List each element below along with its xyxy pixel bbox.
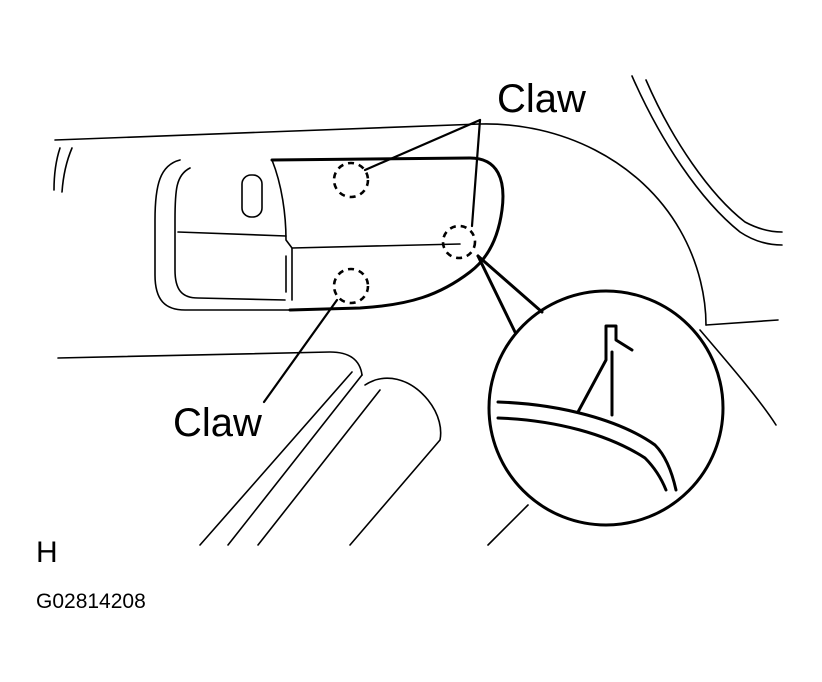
trim-left-edge-outer — [53, 147, 61, 191]
detail-claw-hook — [576, 324, 634, 414]
frame-line-inner — [645, 79, 783, 233]
leader-claw-bottom — [262, 298, 339, 404]
handle-lever-outline — [270, 156, 505, 312]
claw-mark-bottom — [332, 267, 370, 305]
figure-code: G02814208 — [36, 590, 146, 613]
frame-line-outer — [631, 75, 783, 246]
detail-panel-edge-top — [496, 400, 678, 492]
inside-handle-assembly — [154, 156, 505, 312]
armrest-pad-inner — [257, 389, 381, 546]
door-trim-panel — [53, 123, 779, 426]
trim-upper-edge — [54, 123, 707, 326]
armrest-pad-curve — [349, 377, 442, 546]
armrest-front-line-2 — [199, 371, 353, 546]
detail-circle — [487, 289, 725, 527]
lock-knob — [241, 174, 263, 218]
trim-left-edge-inner — [61, 147, 73, 193]
handle-bezel-inner — [174, 167, 286, 301]
detail-panel-edge-bottom — [496, 416, 668, 492]
door-frame — [631, 75, 783, 246]
handle-bezel-outer — [154, 159, 291, 311]
armrest — [57, 351, 529, 546]
leader-lines — [262, 118, 482, 404]
leader-claw-right — [470, 118, 482, 228]
leader-claw-top — [363, 118, 482, 172]
callout-pointer-right — [476, 254, 544, 314]
armrest-front-line — [227, 374, 363, 546]
claw-label-top: Claw — [497, 77, 586, 121]
detail-callout — [476, 254, 725, 527]
armrest-rear-line — [487, 504, 529, 546]
handle-lever-grip — [271, 159, 461, 249]
claw-mark-right — [441, 224, 477, 260]
bezel-recess-line — [177, 231, 287, 237]
callout-pointer-left — [476, 254, 517, 334]
claw-label-bottom: Claw — [173, 401, 262, 445]
view-label: H — [36, 536, 58, 569]
trim-right-seam — [705, 319, 779, 326]
claw-mark-top — [332, 161, 370, 199]
armrest-top-edge — [57, 351, 363, 376]
trim-right-lower-edge — [699, 329, 777, 426]
claw-locations — [332, 161, 477, 305]
